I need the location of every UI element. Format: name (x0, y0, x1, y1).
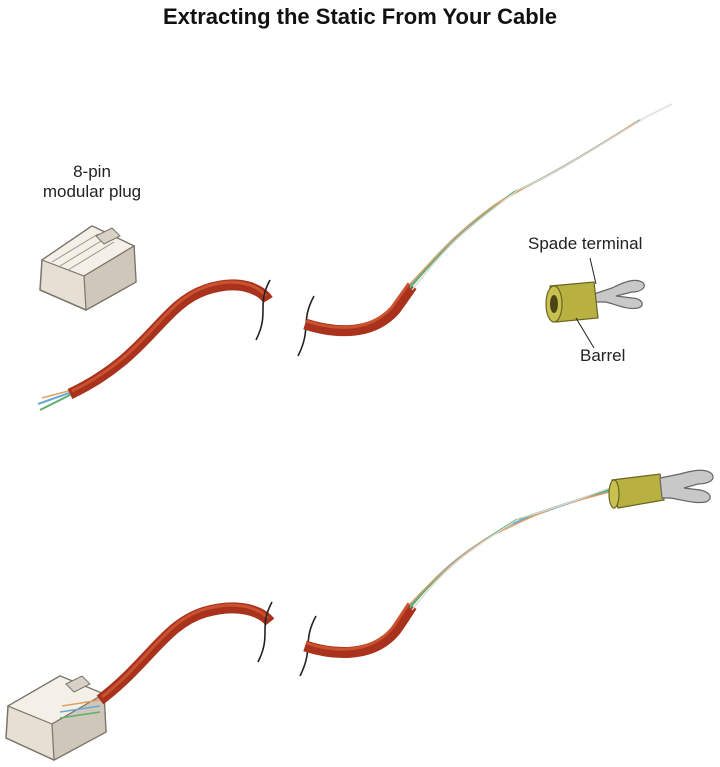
cable-bottom (5, 469, 714, 761)
cable-top (37, 103, 673, 411)
label-modular-plug-line2: modular plug (42, 182, 142, 201)
label-modular-plug: 8-pin modular plug (22, 162, 162, 202)
wires-bottom-right (409, 485, 617, 611)
label-modular-plug-line1: 8-pin (73, 162, 111, 181)
cable-break-bottom (257, 601, 317, 677)
modular-plug-loose (39, 225, 137, 311)
spade-terminal-crimped (608, 469, 714, 509)
label-spade-terminal: Spade terminal (528, 234, 643, 253)
spade-terminal-loose (545, 257, 645, 349)
cable-break-top (255, 279, 315, 357)
diagram-title: Extracting the Static From Your Cable (162, 4, 558, 29)
wires-top-right (409, 103, 673, 291)
label-barrel: Barrel (580, 346, 626, 365)
wires-top-left (37, 389, 73, 411)
modular-plug-attached (5, 675, 107, 761)
